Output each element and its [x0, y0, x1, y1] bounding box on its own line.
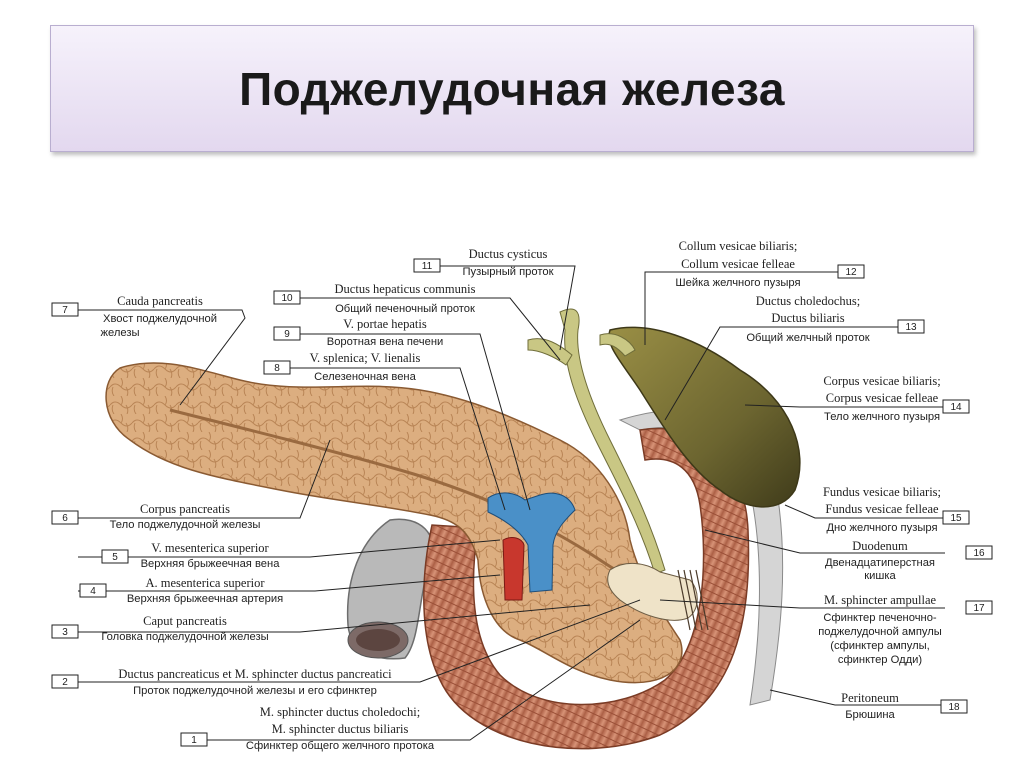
label-14: 14 Corpus vesicae biliaris; Corpus vesic… — [823, 374, 970, 423]
svg-text:железы: железы — [100, 327, 139, 339]
svg-text:Caput pancreatis: Caput pancreatis — [143, 614, 227, 628]
svg-text:Peritoneum: Peritoneum — [841, 691, 899, 705]
svg-text:3: 3 — [62, 627, 68, 638]
svg-text:Общий печеночный проток: Общий печеночный проток — [335, 303, 475, 315]
label-6: 6 Corpus pancreatis Тело поджелудочной ж… — [51, 502, 261, 531]
svg-text:Duodenum: Duodenum — [852, 539, 908, 553]
label-4: 4 A. mesenterica superior Верхняя брыжее… — [79, 576, 283, 605]
hepatic-duct — [559, 308, 666, 575]
gallbladder — [608, 326, 801, 508]
svg-text:Селезеночная вена: Селезеночная вена — [314, 371, 416, 383]
svg-text:сфинктер Одди): сфинктер Одди) — [838, 654, 923, 666]
svg-text:M. sphincter ductus choledochi: M. sphincter ductus choledochi; — [260, 705, 420, 719]
cystic-duct — [527, 338, 573, 366]
svg-text:V. splenica; V. lienalis: V. splenica; V. lienalis — [310, 351, 421, 365]
svg-text:Сфинктер печеночно-: Сфинктер печеночно- — [823, 612, 937, 624]
svg-text:Дно желчного пузыря: Дно желчного пузыря — [826, 522, 937, 534]
svg-text:M. sphincter ductus biliaris: M. sphincter ductus biliaris — [272, 722, 409, 736]
svg-text:10: 10 — [281, 293, 293, 304]
svg-text:Fundus vesicae felleae: Fundus vesicae felleae — [825, 502, 939, 516]
svg-text:7: 7 — [62, 305, 68, 316]
svg-text:6: 6 — [62, 513, 68, 524]
svg-text:M. sphincter ampullae: M. sphincter ampullae — [824, 593, 937, 607]
svg-text:8: 8 — [274, 363, 280, 374]
svg-text:Верхняя брыжеечная артерия: Верхняя брыжеечная артерия — [127, 593, 283, 605]
svg-text:16: 16 — [973, 548, 985, 559]
svg-text:Collum vesicae biliaris;: Collum vesicae biliaris; — [679, 239, 798, 253]
svg-text:18: 18 — [948, 702, 960, 713]
svg-text:Ductus choledochus;: Ductus choledochus; — [756, 294, 861, 308]
svg-text:Ductus biliaris: Ductus biliaris — [771, 311, 844, 325]
svg-text:Шейка желчного пузыря: Шейка желчного пузыря — [675, 277, 800, 289]
svg-text:11: 11 — [422, 261, 433, 272]
label-2: 2 Ductus pancreaticus et M. sphincter du… — [51, 667, 392, 697]
svg-text:Головка поджелудочной железы: Головка поджелудочной железы — [101, 631, 268, 643]
svg-text:Corpus vesicae biliaris;: Corpus vesicae biliaris; — [823, 374, 940, 388]
svg-text:Ductus pancreaticus et M. sphi: Ductus pancreaticus et M. sphincter duct… — [118, 667, 392, 681]
label-11: 11 Ductus cysticus Пузырный проток — [413, 247, 554, 278]
svg-text:Двенадцатиперстная: Двенадцатиперстная — [825, 557, 935, 569]
label-13: 13 Ductus choledochus; Ductus biliaris О… — [746, 294, 925, 344]
svg-text:Fundus vesicae biliaris;: Fundus vesicae biliaris; — [823, 485, 941, 499]
svg-text:15: 15 — [950, 513, 962, 524]
svg-text:2: 2 — [62, 677, 68, 688]
svg-text:Общий желчный проток: Общий желчный проток — [746, 332, 869, 344]
svg-text:Тело желчного пузыря: Тело желчного пузыря — [824, 411, 940, 423]
svg-text:Проток поджелудочной железы и: Проток поджелудочной железы и его сфинкт… — [133, 685, 377, 697]
label-3: 3 Caput pancreatis Головка поджелудочной… — [51, 614, 269, 643]
svg-text:Воротная вена печени: Воротная вена печени — [327, 336, 444, 348]
label-10: 10 Ductus hepaticus communis Общий печен… — [273, 282, 476, 315]
svg-text:A. mesenterica superior: A. mesenterica superior — [145, 576, 265, 590]
svg-text:поджелудочной ампулы: поджелудочной ампулы — [818, 626, 942, 638]
label-5: 5 V. mesenterica superior Верхняя брыжее… — [101, 541, 281, 570]
title-banner: Поджелудочная железа — [50, 25, 974, 152]
svg-text:13: 13 — [905, 322, 917, 333]
svg-text:Corpus vesicae felleae: Corpus vesicae felleae — [826, 391, 939, 405]
svg-text:V. portae hepatis: V. portae hepatis — [343, 317, 427, 331]
svg-text:Сфинктер общего желчного прото: Сфинктер общего желчного протока — [246, 740, 435, 752]
svg-text:Ductus cysticus: Ductus cysticus — [469, 247, 548, 261]
svg-text:12: 12 — [845, 267, 857, 278]
svg-text:Брюшина: Брюшина — [845, 709, 895, 721]
anatomy — [105, 308, 801, 750]
pancreas — [105, 362, 683, 684]
leader-lines — [78, 265, 945, 741]
svg-text:Collum vesicae felleae: Collum vesicae felleae — [681, 257, 795, 271]
svg-text:(сфинктер ампулы,: (сфинктер ампулы, — [830, 640, 930, 652]
label-7: 7 Cauda pancreatis Хвост поджелудочной ж… — [51, 294, 217, 339]
svg-text:14: 14 — [950, 402, 962, 413]
svg-text:Ductus hepaticus communis: Ductus hepaticus communis — [335, 282, 476, 296]
portal-vein — [487, 492, 576, 593]
label-1: 1 M. sphincter ductus choledochi; M. sph… — [180, 705, 435, 752]
svg-text:4: 4 — [90, 586, 96, 597]
svg-text:5: 5 — [112, 552, 118, 563]
label-18: 18 Peritoneum Брюшина — [841, 691, 968, 721]
label-15: 15 Fundus vesicae biliaris; Fundus vesic… — [823, 485, 970, 534]
svg-text:Cauda pancreatis: Cauda pancreatis — [117, 294, 203, 308]
label-8: 8 V. splenica; V. lienalis Селезеночная … — [263, 351, 421, 383]
label-16: 16 Duodenum Двенадцатиперстная кишка — [825, 539, 993, 582]
svg-text:1: 1 — [191, 735, 197, 746]
svg-text:Верхняя брыжеечная вена: Верхняя брыжеечная вена — [141, 558, 281, 570]
svg-text:Тело поджелудочной железы: Тело поджелудочной железы — [110, 519, 261, 531]
svg-text:Хвост поджелудочной: Хвост поджелудочной — [103, 313, 217, 325]
svg-text:кишка: кишка — [864, 570, 896, 582]
label-12: 12 Collum vesicae biliaris; Collum vesic… — [675, 239, 865, 289]
svg-text:Corpus pancreatis: Corpus pancreatis — [140, 502, 230, 516]
label-17: 17 M. sphincter ampullae Сфинктер печено… — [818, 593, 993, 666]
svg-text:9: 9 — [284, 329, 290, 340]
svg-text:17: 17 — [973, 603, 985, 614]
svg-text:V. mesenterica superior: V. mesenterica superior — [151, 541, 269, 555]
page-title: Поджелудочная железа — [239, 62, 785, 115]
svg-text:Пузырный проток: Пузырный проток — [463, 266, 554, 278]
label-9: 9 V. portae hepatis Воротная вена печени — [273, 317, 444, 348]
sphincter-folds — [677, 569, 709, 631]
mesenteric-artery — [502, 537, 525, 601]
